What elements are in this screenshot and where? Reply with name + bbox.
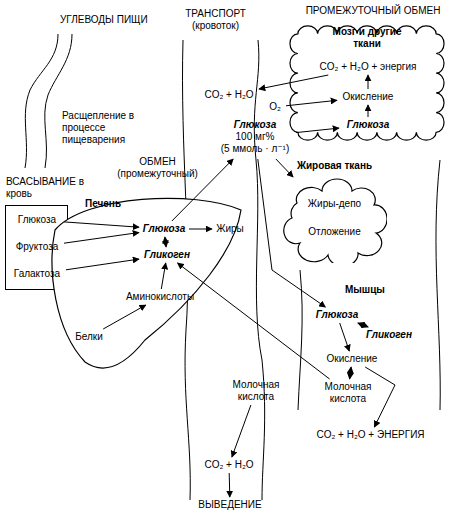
node-text: Жиры (216, 223, 244, 235)
node-text: Жировая ткань (282, 160, 387, 172)
tissue-outline (436, 160, 440, 410)
flow-arrow (229, 473, 231, 497)
term-node: Галактоза (9, 267, 65, 281)
flow-arrow (296, 128, 339, 133)
term-node: CO₂ + H₂O + энергия (306, 60, 430, 74)
term-node: CO₂ + H₂O (200, 88, 258, 102)
flow-arrow (340, 323, 350, 351)
node-text: O₂ (269, 101, 281, 113)
node-text: Отложение (292, 226, 377, 238)
flow-arrow (66, 259, 139, 270)
node-text: Молочная кислота (228, 379, 284, 403)
node-text: Окисление (343, 91, 394, 103)
node-text: Белки (75, 331, 103, 343)
node-text: ВСАСЫВАНИЕ в кровь (6, 176, 106, 200)
node-text: Гликоген (366, 329, 412, 341)
digestive-tract (25, 34, 58, 168)
term-node: Глюкоза100 мг%(5 ммоль · л⁻¹) (215, 116, 295, 158)
node-text: Жиры-депо (292, 198, 377, 210)
section-label: Расщепление в процессе пищеварения (62, 110, 142, 146)
node-text: Глюкоза (316, 309, 358, 321)
flow-arrow (64, 233, 139, 244)
flow-arrow (178, 263, 330, 379)
node-text: Окисление (327, 353, 378, 365)
term-node: Окисление (322, 352, 382, 366)
term-node: Глюкоза (140, 222, 188, 236)
flow-arrow (161, 263, 165, 289)
term-node: Глюкоза (312, 308, 362, 322)
node-text: Фруктоза (16, 241, 59, 253)
flow-arrow (172, 159, 233, 221)
term-node: Гликоген (140, 248, 194, 262)
flow-arrow (258, 159, 326, 307)
node-text: Аминокислоты (126, 291, 194, 303)
term-node: Жиры (213, 222, 247, 236)
cloud-outline (282, 178, 387, 263)
node-text: Печень (85, 198, 145, 210)
term-node: ВЫВЕДЕНИЕ (196, 498, 264, 512)
term-node: CO₂ + H₂O (198, 458, 260, 472)
brain-node: Мозг и другие тканиCO₂ + H₂O + энергияОк… (288, 22, 446, 150)
term-node: Глюкоза (340, 118, 396, 132)
flow-arrow (103, 305, 146, 329)
term-node: Фруктоза (11, 240, 63, 254)
flow-arrow (232, 405, 251, 457)
section-label: ТРАНСПОРТ (кровоток) (176, 8, 255, 32)
node-text: CO₂ + H₂O (204, 89, 253, 101)
term-node: Молочная кислота (228, 378, 284, 404)
flow-arrow (365, 367, 395, 427)
node-text: Глюкоза (18, 214, 56, 226)
cell-outline (290, 26, 444, 140)
section-label: Мышцы (345, 284, 395, 296)
node-text: Гликоген (144, 249, 190, 261)
liver-outline (52, 198, 241, 368)
blood-vessel-wall (254, 40, 264, 500)
flow-arrow (286, 100, 337, 106)
flow-arrow (165, 237, 166, 247)
flow-arrow (276, 159, 293, 177)
digestive-tract (45, 34, 72, 168)
section-label: ОБМЕН (промежуточный) (110, 156, 205, 180)
node-text: Мозг и другие ткани (327, 26, 407, 50)
node-text: Молочная кислота (318, 381, 378, 405)
section-label: УГЛЕВОДЫ ПИЩИ (60, 14, 170, 26)
flow-arrow (189, 229, 212, 230)
term-node: CO₂ + H₂O + ЭНЕРГИЯ (298, 428, 443, 442)
term-node: Аминокислоты (120, 290, 200, 304)
node-text: CO₂ + H₂O (204, 459, 253, 471)
muscle-outline (298, 270, 302, 410)
term-node: Глюкоза (11, 213, 63, 227)
term-node: Окисление (338, 90, 398, 104)
flow-arrow (259, 75, 328, 89)
node-text: 100 мг% (236, 131, 275, 143)
flow-arrow (350, 367, 352, 379)
term-node: Молочная кислота (318, 380, 378, 406)
node-text: CO₂ + H₂O + энергия (320, 61, 417, 73)
node-text: CO₂ + H₂O + ЭНЕРГИЯ (316, 429, 424, 441)
section-label: ПРОМЕЖУТОЧНЫЙ ОБМЕН (298, 5, 448, 17)
node-text: Глюкоза (143, 223, 185, 235)
term-node: O₂ (265, 100, 285, 114)
node-text: Глюкоза (347, 119, 389, 131)
cloud-outline (284, 179, 387, 263)
liver-node: ПеченьГлюкоза ЖирыГликогенАминокислотыБел… (45, 190, 245, 380)
term-node: Белки (70, 330, 108, 344)
node-text: Глюкоза (234, 119, 276, 131)
node-text: (5 ммоль · л⁻¹) (221, 143, 289, 155)
cloud-node: Жировая тканьЖиры-депоОтложение (282, 178, 387, 263)
flow-arrow (64, 222, 139, 227)
term-node: Гликоген (362, 328, 416, 342)
node-text: ВЫВЕДЕНИЕ (198, 499, 261, 511)
flow-arrow (368, 75, 369, 89)
flow-arrow (368, 105, 369, 117)
flow-arrow (358, 323, 368, 327)
liver-outline (45, 190, 245, 380)
node-text: Галактоза (14, 268, 60, 280)
